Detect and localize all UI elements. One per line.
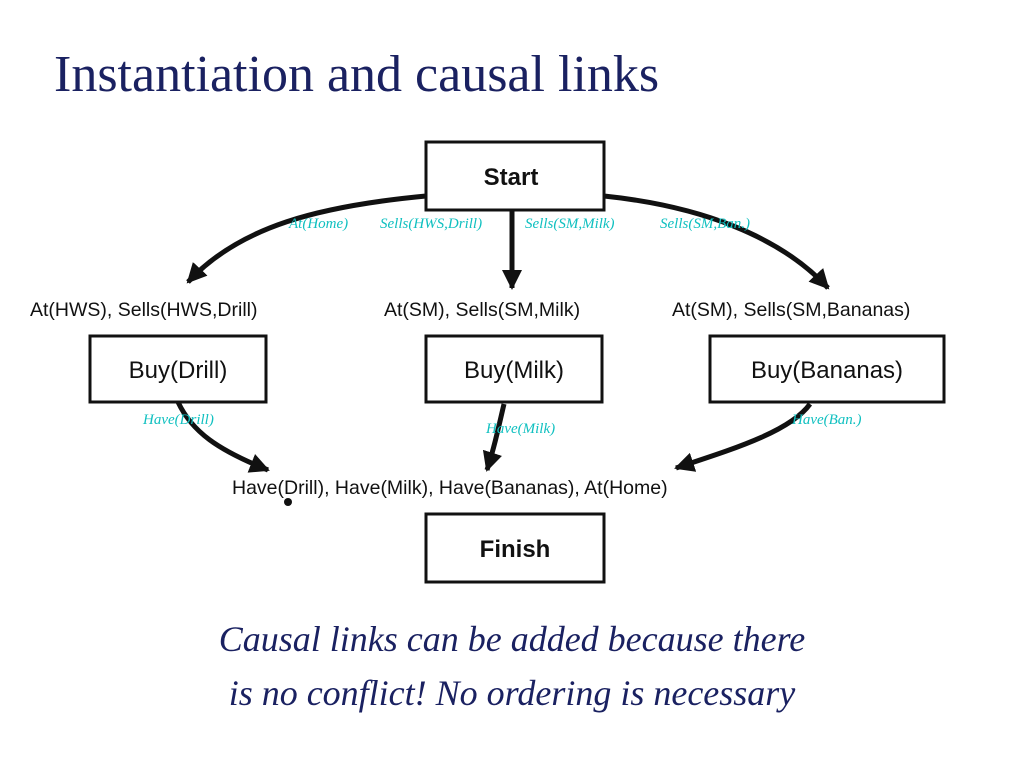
buy-drill-node <box>88 334 268 404</box>
buy-drill-preconditions: At(HWS), Sells(HWS,Drill) <box>30 299 257 321</box>
buy-milk-label: Buy(Milk) <box>464 357 564 384</box>
finish-node <box>424 512 606 584</box>
start-effect-label: At(Home) <box>288 216 348 232</box>
buy-drill-label: Buy(Drill) <box>129 357 228 384</box>
buy-bananas-node <box>708 334 946 404</box>
finish-preconditions: Have(Drill), Have(Milk), Have(Bananas), … <box>232 477 668 499</box>
speck-dot <box>284 498 292 506</box>
caption-line-1: Causal links can be added because there <box>218 619 806 659</box>
finish-label: Finish <box>480 536 551 563</box>
buy-bananas-preconditions: At(SM), Sells(SM,Bananas) <box>672 299 910 321</box>
edge-start-to-buy-bananas <box>603 193 830 290</box>
edge-buy-drill-to-finish <box>175 400 270 473</box>
buy-milk-preconditions: At(SM), Sells(SM,Milk) <box>384 299 580 321</box>
start-effect-label: Sells(SM,Milk) <box>525 216 615 232</box>
caption-line-2: is no conflict! No ordering is necessary <box>228 673 796 713</box>
buy-bananas-label: Buy(Bananas) <box>751 357 903 384</box>
slide-title: Instantiation and causal links <box>54 46 660 103</box>
start-label: Start <box>484 164 539 191</box>
start-node <box>424 140 606 212</box>
causal-link-label: Have(Milk) <box>485 421 555 437</box>
buy-milk-node <box>424 334 604 404</box>
slide-caption: Causal links can be added because there … <box>0 612 1024 720</box>
start-effect-label: Sells(SM,Ban.) <box>660 216 750 232</box>
start-effect-label: Sells(HWS,Drill) <box>380 216 482 232</box>
edge-buy-bananas-to-finish <box>674 402 813 472</box>
causal-link-label: Have(Drill) <box>142 412 214 428</box>
edge-buy-milk-to-finish <box>482 403 507 472</box>
edge-start-to-buy-drill <box>186 193 427 284</box>
causal-link-label: Have(Ban.) <box>791 412 862 428</box>
